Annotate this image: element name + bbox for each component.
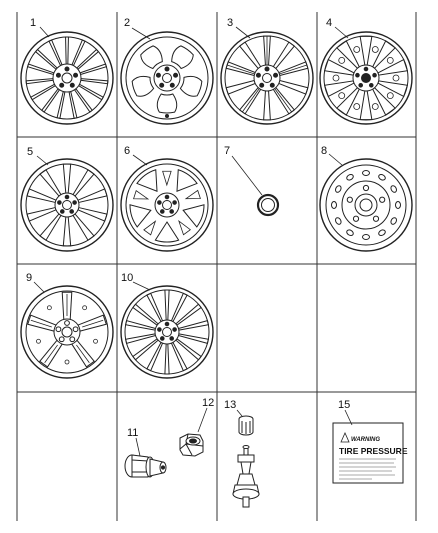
callout-11: 11 bbox=[127, 427, 138, 439]
callout-7: 7 bbox=[224, 145, 230, 157]
grid-lines bbox=[16, 12, 417, 521]
wheel-3 bbox=[220, 31, 314, 125]
callout-1: 1 bbox=[30, 17, 36, 29]
wheel-9 bbox=[20, 285, 114, 379]
leader-lines bbox=[33, 26, 353, 457]
callout-15: 15 bbox=[338, 399, 350, 411]
wheel-8 bbox=[319, 158, 413, 252]
wheel-5 bbox=[20, 158, 114, 252]
wheel-2 bbox=[120, 31, 214, 125]
callout-6: 6 bbox=[124, 145, 130, 157]
lug-nut-12 bbox=[179, 433, 204, 457]
wheel-1 bbox=[20, 31, 114, 125]
callout-3: 3 bbox=[227, 17, 233, 29]
wheel-6 bbox=[120, 158, 214, 252]
tire-pressure-label-15: WARNING TIRE PRESSURE bbox=[332, 422, 408, 484]
valve-stem-13 bbox=[232, 415, 260, 508]
callout-numbers: 1 2 3 4 5 6 7 8 9 10 11 12 13 15 bbox=[26, 17, 350, 439]
callout-5: 5 bbox=[27, 146, 33, 158]
callout-4: 4 bbox=[326, 17, 332, 29]
callout-2: 2 bbox=[124, 17, 130, 29]
callout-10: 10 bbox=[121, 272, 133, 284]
callout-13: 13 bbox=[224, 399, 236, 411]
wheel-4 bbox=[319, 31, 413, 125]
label-warning-text: WARNING bbox=[351, 437, 380, 443]
ring-part-7 bbox=[256, 193, 280, 217]
lug-nut-11 bbox=[124, 454, 167, 478]
callout-12: 12 bbox=[202, 397, 214, 409]
callout-8: 8 bbox=[321, 145, 327, 157]
label-title-text: TIRE PRESSURE bbox=[339, 446, 408, 456]
callout-9: 9 bbox=[26, 272, 32, 284]
wheel-10 bbox=[120, 285, 214, 379]
